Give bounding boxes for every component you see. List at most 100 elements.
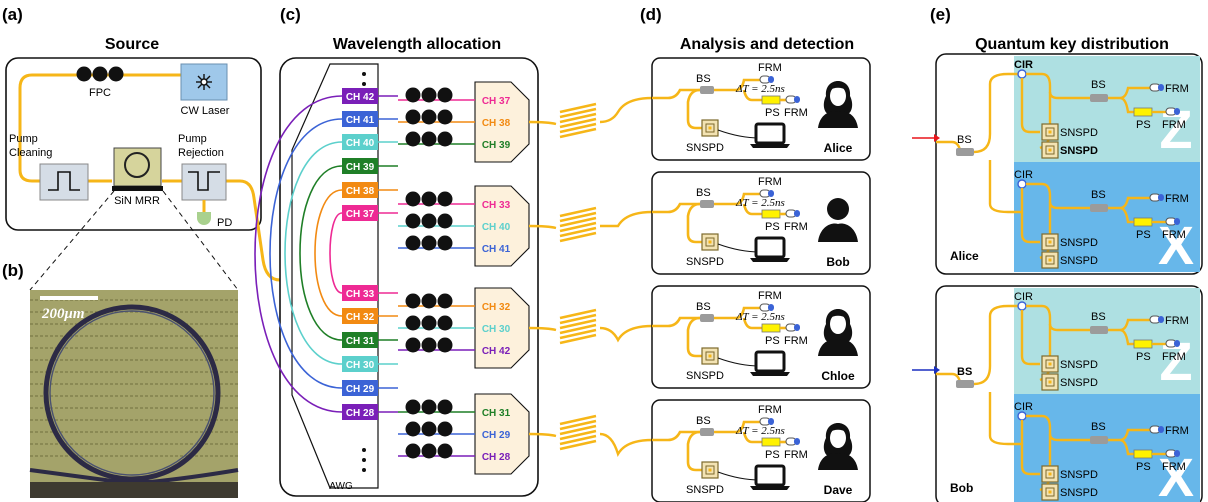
laptop-icon (748, 350, 792, 378)
demux (474, 287, 530, 369)
channel-label: CH 31 (346, 336, 375, 347)
channel-label: CH 29 (346, 384, 375, 395)
channel-label: CH 28 (346, 408, 375, 419)
bs-label: BS (696, 73, 711, 85)
frm-label: FRM (1165, 193, 1189, 205)
snspd-icon (701, 461, 719, 479)
delay-label: ΔT = 2.5ns (735, 83, 785, 95)
beam-splitter (1090, 326, 1108, 334)
pump-rejection-filter (181, 163, 227, 201)
channel-label: CH 39 (346, 162, 375, 173)
fiber-spool (559, 414, 597, 451)
panel-b: (b) 200μm (2, 261, 239, 498)
beam-splitter (1090, 204, 1108, 212)
snspd-label: SNSPD (1060, 127, 1098, 139)
frm-label: FRM (784, 335, 808, 347)
awg-path (269, 118, 343, 389)
phase-shifter (761, 209, 781, 219)
fpc-icon (405, 213, 453, 229)
panel-d-letter: (d) (640, 5, 662, 24)
source-box (5, 57, 262, 231)
pump-cleaning-label-2: Cleaning (9, 147, 52, 159)
fiber-link (528, 326, 557, 332)
frm-label: FRM (1162, 229, 1186, 241)
channel-label: CH 32 (482, 302, 511, 313)
cir-label: CIR (1014, 291, 1033, 303)
delay-label: ΔT = 2.5ns (735, 425, 785, 437)
delay-label: ΔT = 2.5ns (735, 197, 785, 209)
snspd-label: SNSPD (1060, 255, 1098, 267)
channel-label: CH 38 (482, 118, 511, 129)
channel-label: CH 31 (482, 408, 511, 419)
snspd-icon (1041, 233, 1059, 251)
snspd-icon (701, 347, 719, 365)
panel-e-letter: (e) (930, 5, 951, 24)
fiber-spool (559, 206, 597, 243)
cw-laser-label: CW Laser (181, 105, 230, 117)
panel-c-letter: (c) (280, 5, 301, 24)
circulator-icon (1017, 411, 1027, 421)
channel-label: CH 42 (482, 346, 511, 357)
ps-label: PS (765, 221, 780, 233)
phase-shifter (761, 437, 781, 447)
channel-label: CH 30 (346, 360, 375, 371)
ps-label: PS (1136, 229, 1151, 241)
phase-shifter (1133, 107, 1153, 117)
circulator-icon (1017, 301, 1027, 311)
panel-a-letter: (a) (2, 5, 23, 24)
snspd-label: SNSPD (1060, 487, 1098, 499)
snspd-label: SNSPD (1060, 237, 1098, 249)
channel-label: CH 33 (482, 200, 511, 211)
fiber-link (599, 324, 653, 343)
user-avatar-icon (818, 81, 858, 128)
user-name: Dave (824, 483, 853, 497)
snspd-icon (1041, 373, 1059, 391)
channel-tag: CH 31 (342, 332, 398, 348)
fiber-spool (559, 308, 597, 345)
ps-label: PS (1136, 119, 1151, 131)
bs-label: BS (1091, 79, 1106, 91)
awg-dots-bottom (362, 448, 366, 472)
awg-path (284, 141, 343, 365)
snspd-label: SNSPD (686, 256, 724, 268)
snspd-icon (1041, 465, 1059, 483)
channel-label: CH 40 (482, 222, 511, 233)
bandpass-icon (48, 171, 80, 191)
bs-label: BS (957, 366, 972, 378)
fpc-label: FPC (89, 87, 111, 99)
user-name: Alice (824, 141, 853, 155)
output-fiber (226, 179, 281, 282)
source-fiber (18, 73, 181, 183)
awg-path (299, 165, 343, 341)
channel-label: CH 41 (482, 244, 511, 255)
frm-label: FRM (1165, 425, 1189, 437)
frm-label: FRM (758, 290, 782, 302)
snspd-label: SNSPD (686, 370, 724, 382)
pump-rejection-label-1: Pump (178, 133, 207, 145)
panel-d-title: Analysis and detection (680, 36, 854, 53)
ps-label: PS (1136, 351, 1151, 363)
ring-icon (124, 152, 150, 178)
bs-label: BS (1091, 311, 1106, 323)
pump-cleaning-label-1: Pump (9, 133, 38, 145)
node-name: Bob (950, 481, 973, 495)
scale-bar-label: 200μm (41, 306, 85, 322)
snspd-icon (1041, 355, 1059, 373)
channel-label: CH 37 (346, 209, 375, 220)
user-name: Chloe (821, 369, 855, 383)
bs-label: BS (957, 134, 972, 146)
channel-label: CH 40 (346, 138, 375, 149)
frm-label: FRM (1162, 119, 1186, 131)
beam-splitter (956, 380, 974, 388)
pump-cleaning-filter (39, 163, 89, 201)
fpc-icon (405, 443, 453, 459)
frm-label: FRM (758, 176, 782, 188)
links (528, 96, 653, 458)
notch-icon (188, 171, 220, 191)
bs-label: BS (696, 301, 711, 313)
